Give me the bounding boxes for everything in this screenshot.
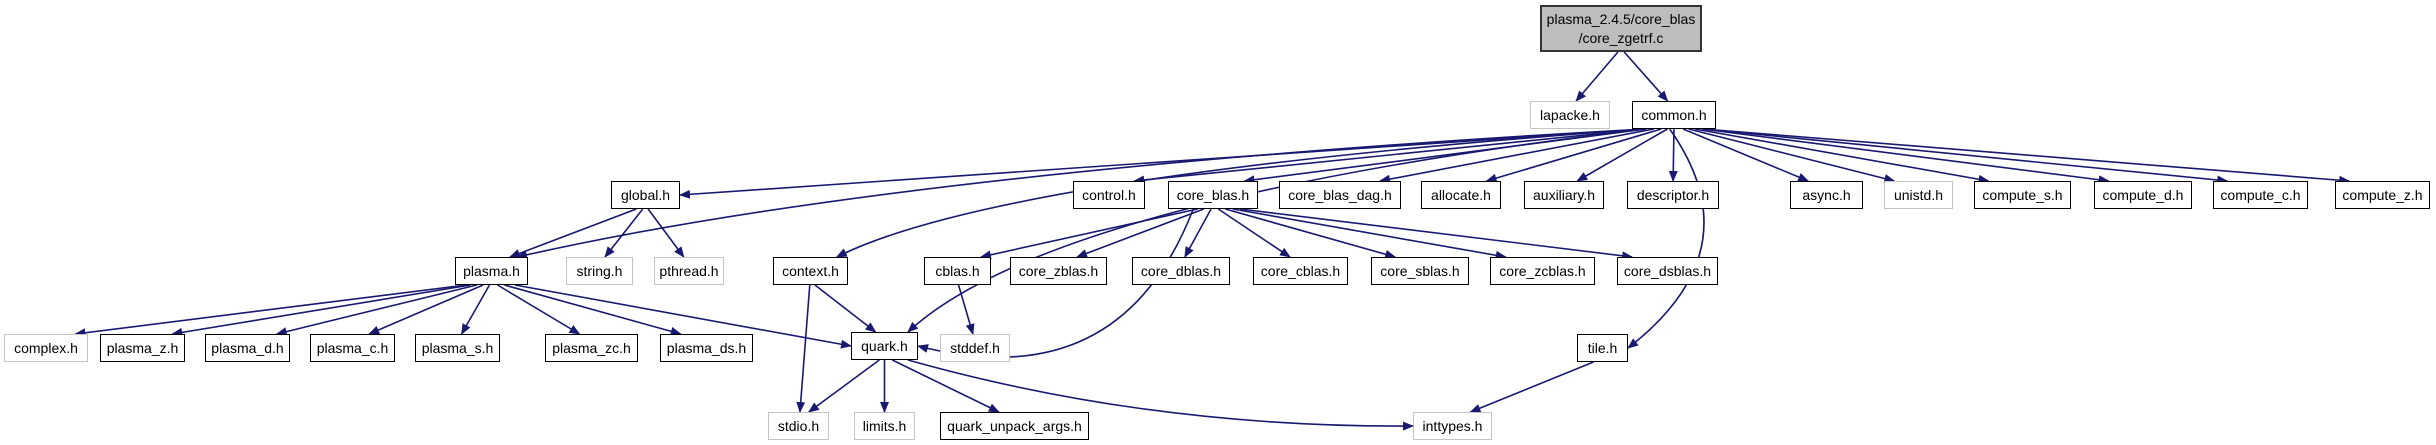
node-string-h: string.h — [566, 257, 633, 285]
node-lapacke-h: lapacke.h — [1530, 101, 1610, 129]
edge-common-to-tile — [1627, 128, 1705, 349]
node-core-dsblas-h[interactable]: core_dsblas.h — [1617, 257, 1718, 285]
node-plasma-c-h[interactable]: plasma_c.h — [310, 334, 395, 362]
edge-core_blas-to-core_zcblas — [1232, 208, 1507, 260]
edge-common-to-plasma — [516, 128, 1645, 260]
edge-common-to-descriptor — [1668, 128, 1678, 182]
node-unistd-h: unistd.h — [1884, 181, 1953, 209]
edge-tile-to-inttypes — [1469, 361, 1594, 413]
node-auxiliary-h[interactable]: auxiliary.h — [1524, 181, 1604, 209]
edge-context-to-quark — [814, 284, 877, 333]
edge-cblas-to-stddef — [957, 284, 975, 335]
edge-global-to-pthread — [647, 208, 685, 258]
node-plasma-s-h[interactable]: plasma_s.h — [415, 334, 500, 362]
edge-common-to-global — [679, 128, 1645, 199]
edge-common-to-compute_s — [1694, 128, 1990, 184]
edge-plasma-to-plasma_d — [275, 284, 478, 336]
edge-global-to-string — [604, 208, 644, 258]
edge-plasma-to-complex — [74, 284, 467, 338]
node-stddef-h: stddef.h — [940, 334, 1010, 362]
edge-plasma-to-plasma_s — [460, 284, 491, 335]
node-complex-h: complex.h — [4, 334, 88, 362]
edge-quark-to-inttypes — [907, 359, 1414, 431]
edge-global-to-plasma — [509, 208, 637, 258]
node-core-blas-h[interactable]: core_blas.h — [1168, 181, 1258, 209]
node-root: plasma_2.4.5/core_blas /core_zgetrf.c — [1540, 5, 1702, 52]
edge-core_blas-to-core_cblas — [1217, 208, 1291, 258]
edge-common-to-core_blas_dag — [1379, 128, 1655, 184]
node-tile-h[interactable]: tile.h — [1577, 334, 1628, 362]
node-core-cblas-h[interactable]: core_cblas.h — [1253, 257, 1348, 285]
edge-quark-to-quark_unpack_args — [891, 359, 1000, 413]
node-stdio-h: stdio.h — [768, 412, 829, 440]
edge-root-to-common — [1623, 51, 1669, 102]
edge-core_blas-to-core_sblas — [1225, 208, 1397, 259]
node-async-h[interactable]: async.h — [1790, 181, 1863, 209]
node-common-h[interactable]: common.h — [1632, 101, 1716, 129]
node-plasma-d-h[interactable]: plasma_d.h — [205, 334, 290, 362]
node-pthread-h: pthread.h — [654, 257, 724, 285]
edge-plasma-to-plasma_zc — [497, 284, 581, 335]
edge-context-to-stdio — [796, 284, 811, 413]
edge-root-to-lapacke — [1575, 51, 1619, 102]
edge-core_blas-to-core_dsblas — [1240, 208, 1634, 261]
node-compute-z-h[interactable]: compute_z.h — [2335, 181, 2430, 209]
edge-plasma-to-plasma_z — [171, 284, 471, 337]
edge-common-to-compute_d — [1702, 128, 2110, 185]
node-core-blas-dag-h[interactable]: core_blas_dag.h — [1279, 181, 1401, 209]
node-core-dblas-h[interactable]: core_dblas.h — [1132, 257, 1230, 285]
node-plasma-h[interactable]: plasma.h — [455, 257, 528, 285]
edge-core_blas-to-cblas — [979, 208, 1198, 260]
edge-common-to-compute_c — [1703, 128, 2229, 185]
edge-common-to-unistd — [1688, 128, 1896, 183]
node-allocate-h[interactable]: allocate.h — [1421, 181, 1501, 209]
node-control-h[interactable]: control.h — [1073, 181, 1145, 209]
node-compute-s-h[interactable]: compute_s.h — [1974, 181, 2071, 209]
node-inttypes-h: inttypes.h — [1413, 412, 1492, 440]
node-quark-h[interactable]: quark.h — [851, 332, 918, 360]
node-plasma-zc-h[interactable]: plasma_zc.h — [545, 334, 638, 362]
node-compute-c-h[interactable]: compute_c.h — [2213, 181, 2308, 209]
node-limits-h: limits.h — [854, 412, 915, 440]
node-plasma-z-h[interactable]: plasma_z.h — [100, 334, 185, 362]
edge-common-to-auxiliary — [1576, 128, 1668, 182]
node-context-h[interactable]: context.h — [773, 257, 848, 285]
node-core-zcblas-h[interactable]: core_zcblas.h — [1490, 257, 1595, 285]
edge-common-to-compute_z — [1703, 128, 2351, 185]
edge-quark-to-stdio — [808, 359, 880, 413]
node-descriptor-h[interactable]: descriptor.h — [1627, 181, 1719, 209]
node-cblas-h[interactable]: cblas.h — [924, 257, 991, 285]
edge-common-to-allocate — [1485, 128, 1662, 183]
edge-plasma-to-quark — [514, 284, 852, 349]
edge-core_blas-to-core_zblas — [1076, 208, 1205, 258]
node-plasma-ds-h[interactable]: plasma_ds.h — [660, 334, 753, 362]
node-global-h[interactable]: global.h — [611, 181, 680, 209]
node-core-sblas-h[interactable]: core_sblas.h — [1371, 257, 1469, 285]
edge-common-to-control — [1133, 128, 1645, 185]
node-core-zblas-h[interactable]: core_zblas.h — [1010, 257, 1107, 285]
edge-common-to-core_blas — [1243, 128, 1647, 185]
edge-core_blas-to-core_dblas — [1184, 208, 1212, 258]
edge-plasma-to-plasma_ds — [504, 284, 682, 336]
node-quark-unpack-args-h[interactable]: quark_unpack_args.h — [940, 412, 1089, 440]
edge-plasma-to-plasma_c — [368, 284, 484, 335]
edge-common-to-async — [1682, 128, 1810, 182]
node-compute-d-h[interactable]: compute_d.h — [2094, 181, 2192, 209]
